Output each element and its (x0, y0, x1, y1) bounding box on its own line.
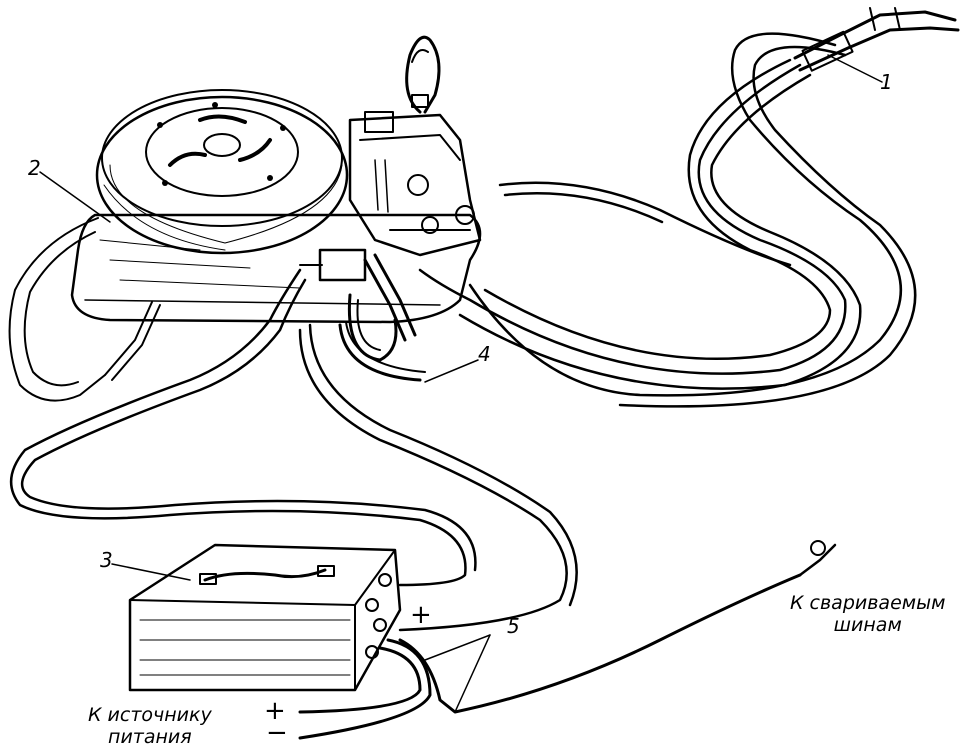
carry-strap (8, 217, 161, 402)
caption-welded-rails: К свариваемым шинам (790, 592, 945, 636)
leader-3 (111, 563, 191, 581)
hanging-hook (405, 35, 441, 114)
leader-4 (424, 359, 479, 383)
source-plus-sign: + (264, 696, 286, 726)
test-probe (338, 321, 426, 382)
leader-1 (827, 54, 883, 83)
caption-power-source-line2: питания (108, 726, 192, 748)
leader-5b (454, 634, 491, 713)
callout-1: 1 (880, 70, 893, 94)
callout-3: 3 (100, 548, 113, 572)
control-unit (348, 111, 482, 257)
source-minus-sign: − (266, 718, 288, 748)
caption-welded-rails-line1: К свариваемым (790, 592, 946, 614)
cable-reel (95, 89, 349, 255)
caption-power-source-line1: К источнику (88, 704, 212, 726)
cables (9, 32, 917, 740)
caption-welded-rails-line2: шинам (833, 614, 902, 636)
caption-power-source: К источнику питания (88, 704, 212, 748)
callout-5: 5 (507, 614, 520, 638)
leader-5a (424, 634, 491, 661)
callout-leaders (39, 54, 883, 713)
power-box (128, 543, 402, 692)
leader-2 (39, 171, 111, 223)
electrode-clamp (299, 248, 417, 362)
welding-torch (793, 7, 960, 72)
box-plus-sign: + (410, 600, 432, 630)
callout-2: 2 (28, 156, 41, 180)
callout-4: 4 (478, 342, 491, 366)
